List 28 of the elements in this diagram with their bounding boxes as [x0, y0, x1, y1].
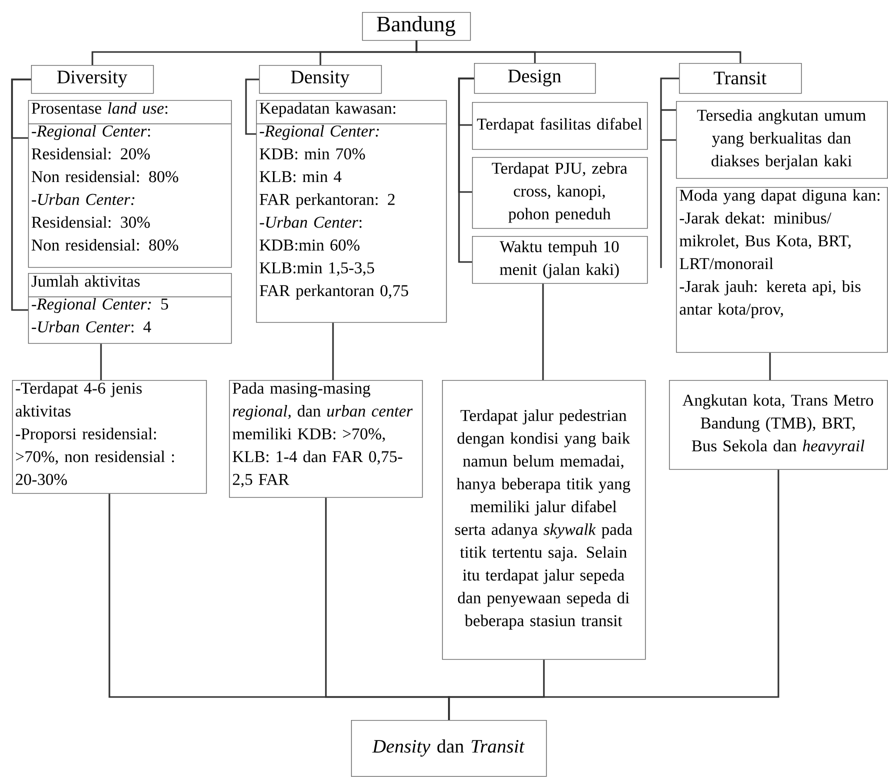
connector-line: [542, 284, 544, 380]
category-box: Density: [259, 65, 382, 94]
category-box: Diversity: [31, 65, 154, 94]
finding-box: Pada masing-masing regional, dan urban center memiliki KDB: >70%, KLB: 1-4 dan FAR 0,75-2,5 FAR: [229, 380, 423, 498]
criteria-box: Terdapat fasilitas difabel: [472, 102, 648, 150]
criteria-box: Tersedia angkutan umum yang berkualitas dan diakses berjalan kaki: [676, 101, 888, 179]
connector-line: [332, 322, 334, 380]
root-box: Bandung: [362, 12, 471, 41]
finding-box: Angkutan kota, Trans Metro Bandung (TMB), BRT, Bus Sekola dan heavyrail: [669, 380, 888, 470]
connector-line: [416, 40, 742, 63]
finding-box: Terdapat jalur pedestrian dengan kondisi yang baik namun belum memadai, hanya beberapa titik yang memiliki jalur difabel serta adanya skywalk pada titik tertentu saja. Selain itu terdapat jalur sepeda dan penyewaan sepeda di beberapa stasiun transit: [442, 380, 646, 660]
connector-line: [660, 78, 679, 141]
connector-line: [458, 78, 474, 263]
connector-line: [100, 344, 102, 380]
finding-box: -Terdapat 4-6 jenis aktivitas -Proporsi residensial: >70%, non residensial : 20-30%: [12, 380, 207, 494]
connector-line: [11, 78, 31, 311]
criteria-box: Prosentase land use: -Regional Center: Residensial: 20% Non residensial: 80% -Urban Center: Residensial: 30% Non residensial: 80%: [28, 100, 232, 268]
criteria-box: Terdapat PJU, zebra cross, kanopi, pohon peneduh: [472, 157, 648, 229]
criteria-box: Jumlah aktivitas -Regional Center: 5 -Urban Center: 4: [28, 273, 232, 344]
connector-line: [448, 470, 780, 720]
connector-line: [769, 352, 771, 380]
conclusion-box: Density dan Transit: [351, 720, 547, 777]
category-box: Transit: [679, 63, 802, 94]
category-box: Design: [474, 63, 596, 94]
criteria-box: Kepadatan kawasan: -Regional Center: KDB: min 70% KLB: min 4 FAR perkantoran: 2 -Urban Center: KDB:min 60% KLB:min 1,5-3,5 FAR perkantoran 0,75: [256, 100, 447, 323]
connector-line: [245, 78, 259, 135]
criteria-box: Waktu tempuh 10 menit (jalan kaki): [472, 236, 648, 284]
criteria-box: Moda yang dapat diguna kan: -Jarak dekat: minibus/ mikrolet, Bus Kota, BRT, LRT/monorail -Jarak jauh: kereta api, bis antar kota/prov,: [676, 187, 888, 353]
